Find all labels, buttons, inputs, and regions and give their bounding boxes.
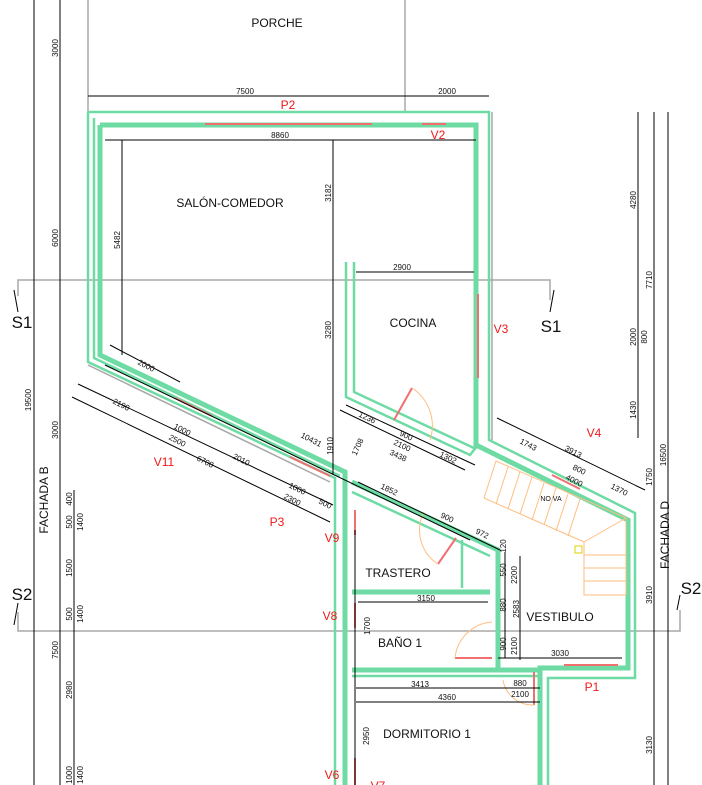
window-p3	[289, 456, 331, 477]
label-p2: P2	[281, 98, 296, 112]
label-v11: V11	[154, 455, 175, 469]
dim-text: 500	[65, 515, 74, 529]
label-v3: V3	[494, 322, 509, 336]
dim-text: 3182	[324, 184, 333, 202]
room-label-porche: PORCHE	[251, 16, 302, 30]
dim-text: 1750	[645, 468, 654, 486]
dim-text: 2198	[111, 397, 131, 413]
label-v7: V7	[371, 779, 386, 785]
dim-text: 550	[499, 563, 508, 577]
right-dimensions: 4280 7710 2000 800 1430 1750 16500 3910 …	[629, 191, 668, 754]
left-dimensions: 3000 6000 19500 3000 7500 2980 400 500 1…	[24, 39, 85, 784]
dim-text: 500	[65, 607, 74, 621]
dim-text: 3910	[645, 586, 654, 604]
label-p1: P1	[585, 680, 600, 694]
dim-text: 10431	[299, 431, 323, 449]
dim-text: 2000	[629, 328, 638, 346]
window-v4	[551, 474, 581, 490]
facade-d-label: FACHADA D	[658, 501, 672, 569]
label-v8: V8	[323, 609, 338, 623]
dim-text: 3413	[411, 680, 429, 689]
dim-text: 16500	[659, 443, 668, 466]
door-trastero	[437, 537, 457, 565]
dim-text: 1370	[609, 482, 629, 498]
section-s1-left: S1	[12, 313, 33, 332]
dim-text: 4280	[629, 191, 638, 209]
dim-text: 3000	[51, 39, 60, 57]
room-label-bano: BAÑO 1	[378, 636, 422, 650]
label-v9: V9	[325, 531, 340, 545]
dim-text: 3130	[645, 736, 654, 754]
room-label-dormitorio: DORMITORIO 1	[383, 727, 471, 741]
dim-text: 2583	[512, 600, 521, 618]
dim-text: 880	[499, 598, 508, 612]
dim-text: 2200	[510, 566, 519, 584]
dim-text: 3280	[324, 321, 333, 339]
dim-text: 1430	[629, 401, 638, 419]
room-label-vestibulo: VESTIBULO	[526, 610, 593, 624]
dim-text: 1400	[76, 513, 85, 531]
stair-marker-icon	[574, 545, 583, 554]
dim-text: 1400	[76, 605, 85, 623]
dim-text: 2980	[65, 681, 74, 699]
note-no-va: NO VA	[540, 496, 562, 503]
dim-text: 800	[640, 330, 649, 344]
room-label-salon-comedor: SALÓN-COMEDOR	[176, 195, 284, 210]
dim-text: 2010	[231, 452, 251, 468]
section-lines	[13, 279, 681, 632]
staircase	[483, 460, 627, 596]
dim-text: 120	[499, 539, 508, 553]
room-label-cocina: COCINA	[390, 316, 437, 330]
dim-text: 1000	[65, 766, 74, 784]
dim-text: 2900	[393, 263, 411, 272]
dim-text: 2100	[510, 637, 519, 655]
room-label-trastero: TRASTERO	[365, 566, 430, 580]
dim-text: 2000	[438, 87, 456, 96]
dim-text: 7710	[645, 271, 654, 289]
dim-text: 1708	[350, 436, 366, 456]
dim-text: 8860	[271, 131, 289, 140]
top-dimensions: 7500 2000 8860 3182 5482 3280 2900	[113, 87, 456, 339]
dim-text: 1302	[438, 450, 458, 466]
dim-text: 1500	[65, 559, 74, 577]
label-p3: P3	[270, 515, 285, 529]
dim-text: 3913	[563, 444, 583, 460]
dim-text: 6000	[51, 229, 60, 247]
label-v6: V6	[325, 768, 340, 782]
dim-text: 400	[65, 492, 74, 506]
label-v4: V4	[587, 426, 602, 440]
section-s2-right: S2	[681, 579, 702, 598]
dim-text: 4360	[438, 693, 456, 702]
dim-text: 2950	[362, 727, 371, 745]
interior-walls	[344, 262, 540, 678]
facade-b-label: FACHADA B	[37, 466, 51, 533]
dim-text: 880	[513, 679, 527, 688]
dim-text: 3000	[51, 421, 60, 439]
dim-text: 1910	[326, 437, 335, 455]
label-v2: V2	[431, 128, 446, 142]
dim-text: 900	[499, 637, 508, 651]
dim-text: 7500	[236, 87, 254, 96]
section-s2-left: S2	[12, 585, 33, 604]
dim-text: 3030	[551, 649, 569, 658]
dim-text: 3150	[417, 594, 435, 603]
dim-text: 500	[317, 497, 333, 511]
dim-text: 19500	[24, 388, 33, 411]
section-s1-right: S1	[541, 317, 562, 336]
diagonal-dimensions: 2000 2198 1000 2500 6708 2010 1000 2300 …	[111, 358, 629, 541]
porch-outline	[87, 0, 406, 112]
dim-text: 1400	[76, 766, 85, 784]
dimension-lines	[33, 0, 669, 785]
door-cocina	[393, 387, 413, 421]
dim-text: 1700	[363, 617, 372, 635]
dim-text: 7500	[51, 641, 60, 659]
dim-text: 1743	[518, 437, 538, 453]
dim-text: 6708	[195, 454, 215, 470]
dim-text: 5482	[113, 231, 122, 249]
dim-text: 2100	[511, 690, 529, 699]
